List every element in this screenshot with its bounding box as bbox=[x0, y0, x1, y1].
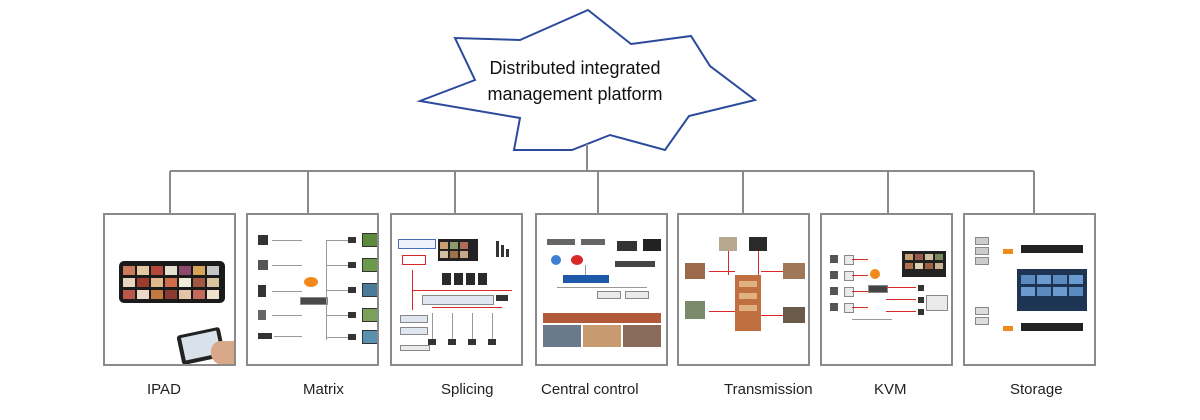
kvm-panel bbox=[820, 213, 953, 366]
module-label-transmission: Transmission bbox=[724, 381, 813, 398]
platform-title-line2: management platform bbox=[487, 84, 663, 104]
module-label-splicing: Splicing bbox=[441, 381, 494, 398]
tablet-hand-image bbox=[175, 323, 234, 364]
storage-panel bbox=[963, 213, 1096, 366]
splicing-panel bbox=[390, 213, 523, 366]
platform-title: Distributed integrated management platfo… bbox=[440, 55, 710, 107]
module-label-central-control: Central control bbox=[541, 381, 639, 398]
wall-screen-image bbox=[119, 261, 225, 303]
platform-star-shape bbox=[416, 8, 758, 152]
transmission-panel bbox=[677, 213, 810, 366]
module-label-ipad: IPAD bbox=[147, 381, 181, 398]
module-label-matrix: Matrix bbox=[303, 381, 344, 398]
central-control-panel bbox=[535, 213, 668, 366]
platform-title-line1: Distributed integrated bbox=[489, 58, 661, 78]
ipad-panel bbox=[103, 213, 236, 366]
module-label-storage: Storage bbox=[1010, 381, 1063, 398]
module-label-kvm: KVM bbox=[874, 381, 907, 398]
matrix-panel bbox=[246, 213, 379, 366]
